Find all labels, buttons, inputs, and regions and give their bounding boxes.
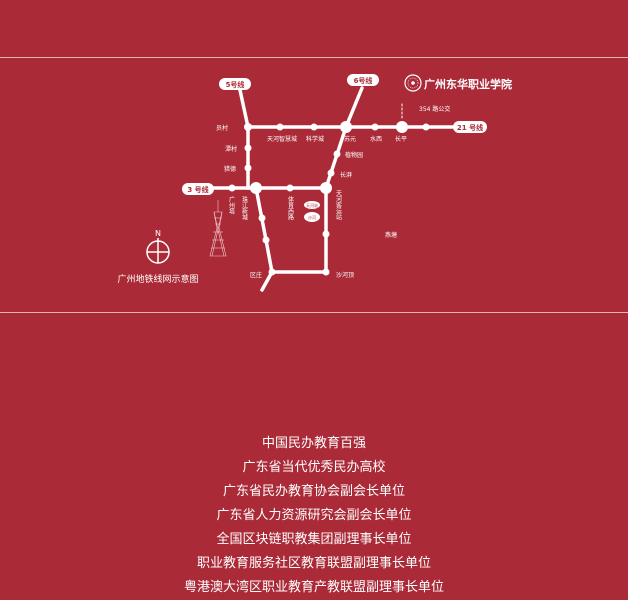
school-logo	[404, 74, 422, 92]
svg-text:6号线: 6号线	[354, 76, 373, 85]
station-dot	[262, 236, 270, 244]
station-label-yanling: 燕塘	[385, 231, 397, 239]
honor-item: 粤港澳大湾区职业教育产教联盟副理事长单位	[183, 580, 444, 595]
station-dot	[322, 268, 330, 276]
station-label-yanzhuang: 区庄	[250, 271, 262, 279]
station-dot	[333, 150, 341, 158]
station-label-sci-city: 科学城	[306, 135, 324, 143]
svg-text:5号线: 5号线	[226, 80, 245, 89]
line-label-6: 6号线	[347, 74, 379, 86]
station-label-tancun: 潭村	[225, 145, 237, 153]
school-name: 广州东华职业学院	[424, 77, 512, 91]
station-dot	[310, 123, 318, 131]
station-dot	[322, 230, 330, 238]
station-changping-dot	[396, 121, 408, 133]
qu-badge	[304, 212, 320, 222]
station-dot	[327, 169, 335, 177]
station-dot	[276, 123, 284, 131]
metro-map: 天河站 沙河 5号线 6号线 21 号线 3 号线 广州东华职业学院 354 路…	[117, 74, 512, 292]
canton-tower-icon	[209, 200, 227, 257]
station-label-liede: 猎德	[224, 165, 236, 173]
station-tianhe-coach-dot	[320, 182, 332, 194]
station-dot	[371, 123, 379, 131]
station-label-tianhe-coach: 天河客运站	[335, 190, 342, 221]
honor-item: 广东省民办教育协会副会长单位	[222, 484, 405, 499]
qu-badge-label: 沙河	[308, 214, 316, 220]
honor-item: 职业教育服务社区教育联盟副理事长单位	[196, 556, 431, 571]
line-5-route	[238, 88, 274, 274]
honor-item: 广东省人力资源研究会副会长单位	[216, 508, 412, 523]
station-dot	[228, 184, 236, 192]
station-dot	[244, 164, 252, 172]
station-label-suyuan: 苏元	[344, 135, 356, 143]
tiyuxi-badge-label: 天河站	[306, 202, 318, 208]
station-yuancun-dot	[244, 123, 252, 131]
honor-item: 中国民办教育百强	[261, 436, 366, 451]
station-dot	[258, 214, 266, 222]
line-label-21: 21 号线	[453, 121, 487, 133]
station-dot	[422, 123, 430, 131]
top-divider	[0, 57, 628, 58]
station-dot	[268, 268, 276, 276]
bottom-divider	[0, 312, 628, 313]
station-label-botanic: 植物园	[345, 151, 363, 159]
station-label-changping: 长平	[395, 135, 407, 143]
svg-text:3 号线: 3 号线	[187, 185, 208, 194]
station-label-zhujiang: 珠江新城	[241, 195, 248, 221]
map-title: 广州地铁线网示意图	[117, 273, 198, 285]
compass-n: N	[155, 229, 161, 238]
svg-text:21 号线: 21 号线	[457, 123, 483, 132]
station-label-sports-west: 体育西路	[287, 195, 294, 221]
station-label-canton-tower: 广州塔	[228, 195, 235, 215]
tiyuxi-badge	[304, 201, 320, 209]
station-dot	[286, 184, 294, 192]
station-label-yuancun: 员村	[216, 124, 228, 132]
station-label-shahe: 沙河顶	[336, 271, 354, 279]
honors-list: 中国民办教育百强 广东省当代优秀民办高校 广东省民办教育协会副会长单位 广东省人…	[0, 432, 628, 600]
line-label-3: 3 号线	[182, 183, 214, 195]
station-label-shuixi: 水西	[370, 135, 382, 143]
station-zhujiang-dot	[250, 182, 262, 194]
station-suyuan-dot	[340, 121, 352, 133]
station-label-tianhe-smart: 天河智慧城	[267, 135, 297, 143]
honor-item: 全国区块链职教集团副理事长单位	[216, 532, 412, 547]
honor-item: 广东省当代优秀民办高校	[242, 460, 386, 475]
bus-label: 354 路公交	[419, 105, 450, 113]
line-label-5: 5号线	[219, 78, 251, 90]
compass-icon	[146, 238, 170, 264]
station-label-changban: 长湃	[340, 171, 352, 179]
station-dot	[244, 144, 252, 152]
